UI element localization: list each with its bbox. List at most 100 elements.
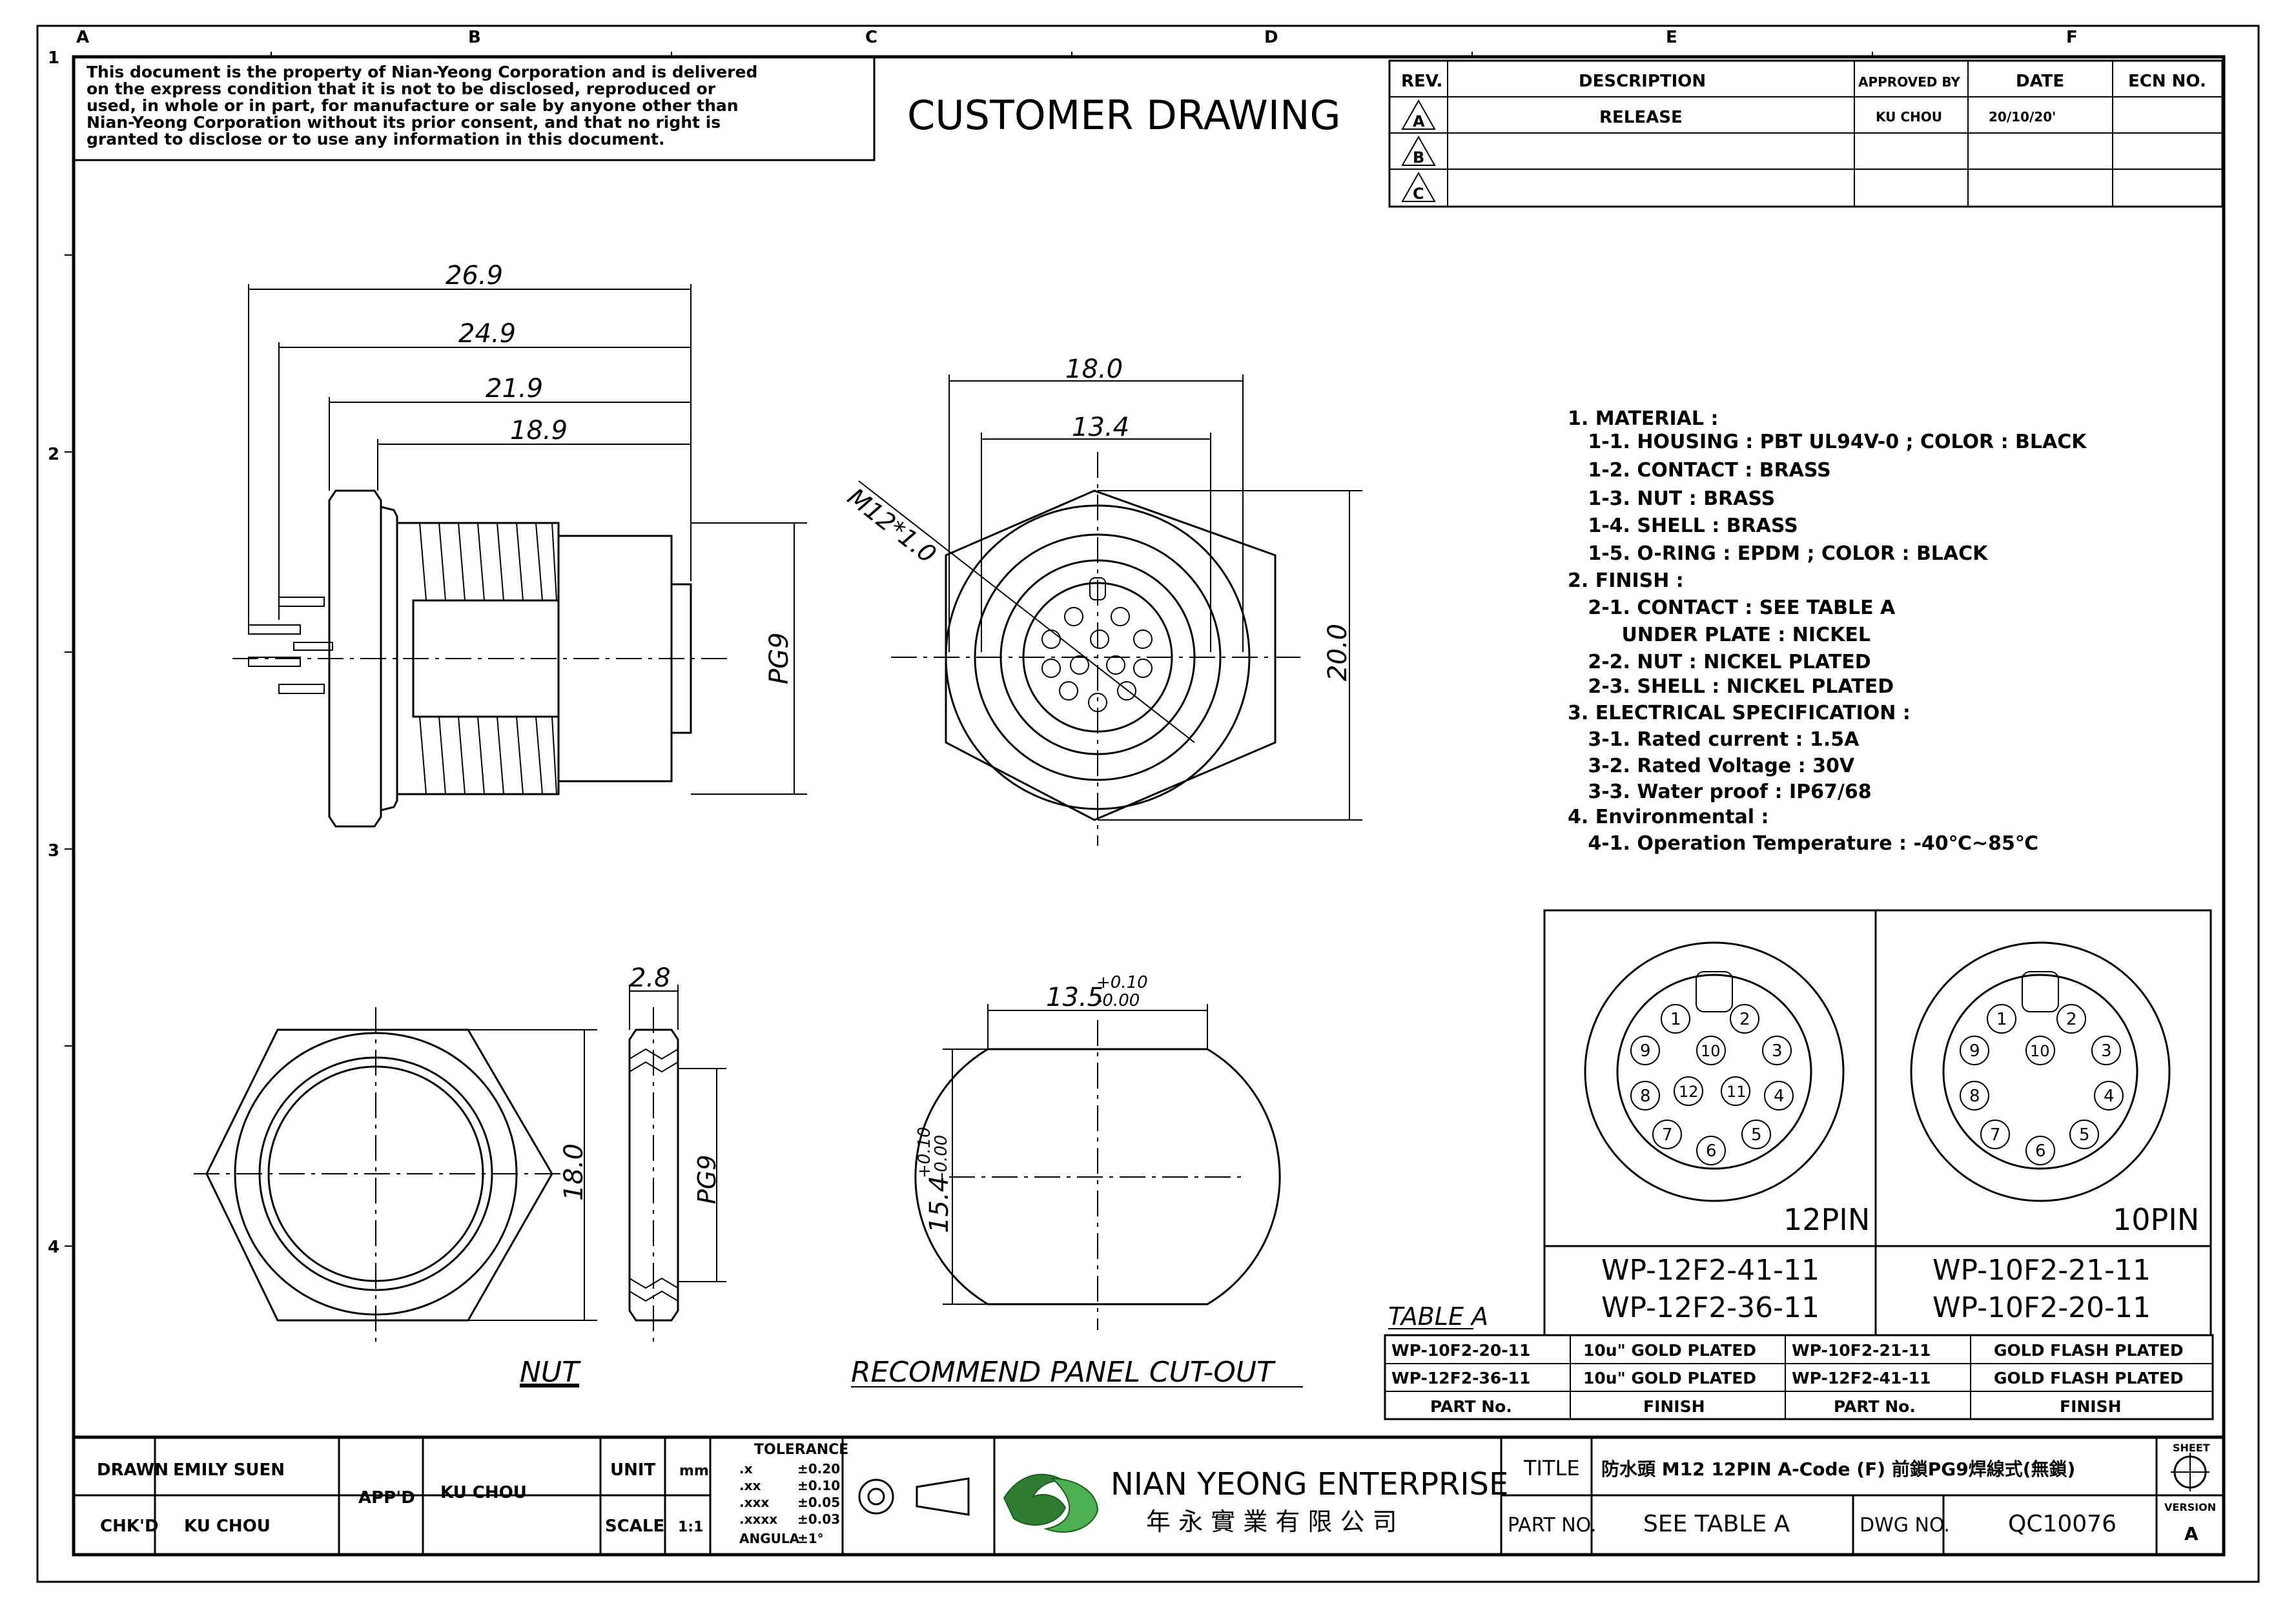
pin-10-3: 3 (2101, 1041, 2112, 1061)
pin-12-6: 6 (1706, 1141, 1717, 1161)
dim-18-0-front: 18.0 (1065, 354, 1123, 384)
drawn-value: EMILY SUEN (173, 1460, 285, 1480)
drawn-label: DRAWN (97, 1460, 169, 1480)
dim-pg9-side: PG9 (764, 632, 794, 684)
tol-key: .xxx (739, 1495, 769, 1510)
title-label: TITLE (1523, 1456, 1580, 1480)
table-a-cell: GOLD FLASH PLATED (1994, 1369, 2184, 1387)
spec-line: 3-3. Water proof : IP67/68 (1568, 781, 1872, 803)
zone-col-c: C (865, 28, 877, 47)
dim-24-9: 24.9 (458, 319, 516, 349)
tol-key: .x (739, 1461, 753, 1477)
disclaimer-text: This document is the property of Nian-Ye… (87, 63, 757, 148)
side-view: 26.9 24.9 21.9 18.9 PG9 (232, 261, 807, 828)
part-no-label: PART NO. (1508, 1514, 1597, 1537)
zone-row-1: 1 (48, 48, 59, 68)
dim-cutout-h-minus: -0.00 (932, 1135, 951, 1178)
table-a-header: PART No. (1430, 1397, 1512, 1416)
date-header: DATE (2016, 72, 2064, 91)
spec-line: 3-2. Rated Voltage : 30V (1568, 755, 1855, 777)
pinout-12: 1 2 3 4 5 6 7 8 9 10 11 12 12PIN WP-12F2… (1584, 941, 1870, 1324)
pin-10-8: 8 (1969, 1087, 1980, 1106)
pinout-12-part-1: WP-12F2-41-11 (1601, 1254, 1819, 1287)
pin-12-3: 3 (1772, 1041, 1783, 1061)
disclaimer-line: This document is the property of Nian-Ye… (87, 63, 757, 81)
disclaimer-line: granted to disclose or to use any inform… (87, 130, 665, 148)
dim-18-0-nut: 18.0 (559, 1143, 589, 1201)
dwg-no-value: QC10076 (2008, 1511, 2117, 1537)
tol-key: .xx (739, 1478, 761, 1493)
pinout-10-part-1: WP-10F2-21-11 (1932, 1254, 2151, 1287)
zone-row-4: 4 (48, 1238, 59, 1257)
pin-10-10: 10 (2030, 1042, 2050, 1060)
dwg-no-label: DWG NO. (1860, 1514, 1950, 1537)
tol-val: ±1° (797, 1531, 824, 1546)
pin-10-1: 1 (1996, 1010, 2007, 1029)
unit-label: UNIT (610, 1460, 656, 1480)
pin-10-6: 6 (2035, 1141, 2046, 1161)
tol-val: ±0.03 (797, 1511, 840, 1527)
pinout-10-part-2: WP-10F2-20-11 (1932, 1291, 2151, 1324)
nut-view: 18.0 2.8 PG9 NUT (194, 963, 726, 1389)
appd-value: KU CHOU (440, 1483, 527, 1502)
pin-12-12: 12 (1679, 1083, 1699, 1101)
version-value: A (2184, 1523, 2199, 1544)
tol-val: ±0.05 (797, 1495, 840, 1510)
rev-triangle-icon (1401, 135, 1436, 166)
dim-cutout-h-plus: +0.10 (915, 1127, 934, 1178)
dim-2-8: 2.8 (630, 963, 671, 993)
company-name-en: NIAN YEONG ENTERPRISE (1111, 1466, 1508, 1502)
appd-label: APP'D (358, 1488, 415, 1508)
inner-frame (72, 55, 2226, 1557)
table-a-title: TABLE A (1388, 1302, 1488, 1331)
description-header: DESCRIPTION (1579, 72, 1706, 91)
zone-columns: A B C D E F (76, 28, 2078, 57)
pin-12-9: 9 (1640, 1041, 1651, 1061)
rev-a-approved: KU CHOU (1876, 109, 1942, 125)
rev-triangle-icon (1401, 171, 1436, 202)
revision-table: REV. DESCRIPTION APPROVED BY DATE ECN NO… (1388, 59, 2224, 208)
table-a-cell: WP-12F2-36-11 (1391, 1369, 1530, 1387)
disclaimer-line: used, in whole or in part, for manufactu… (87, 96, 739, 115)
pin-10-5: 5 (2079, 1125, 2090, 1145)
spec-line: 3-1. Rated current : 1.5A (1568, 728, 1860, 751)
pin-10-9: 9 (1969, 1041, 1980, 1061)
table-a-header: PART No. (1834, 1397, 1916, 1416)
dim-cutout-w-plus: +0.10 (1096, 973, 1148, 992)
cutout-view: 13.5 +0.10 -0.00 15.4 +0.10 -0.00 RECOMM… (851, 973, 1303, 1389)
table-a: TABLE A WP-10F2-20-11 10u" GOLD PLATED W… (1384, 1302, 2214, 1420)
spec-line: 3. ELECTRICAL SPECIFICATION : (1568, 702, 1911, 724)
scale-label: SCALE (605, 1517, 664, 1536)
table-a-cell: 10u" GOLD PLATED (1583, 1369, 1756, 1387)
zone-row-2: 2 (48, 445, 59, 464)
rev-b: B (1413, 148, 1424, 167)
tol-val: ±0.10 (797, 1478, 840, 1493)
spec-notes: 1. MATERIAL : 1-1. HOUSING : PBT UL94V-0… (1568, 407, 2087, 855)
tol-val: ±0.20 (797, 1461, 840, 1477)
pinout-12-part-2: WP-12F2-36-11 (1601, 1291, 1819, 1324)
table-a-header: FINISH (1643, 1397, 1705, 1416)
spec-line: 1. MATERIAL : (1568, 407, 1718, 430)
spec-line: 4. Environmental : (1568, 806, 1768, 828)
label-cutout: RECOMMEND PANEL CUT-OUT (851, 1356, 1276, 1389)
pin-12-7: 7 (1662, 1125, 1673, 1145)
dim-18-9: 18.9 (510, 416, 568, 445)
pin-10-2: 2 (2066, 1010, 2077, 1029)
scale-value: 1:1 (678, 1519, 703, 1535)
spec-line: 1-3. NUT : BRASS (1568, 487, 1775, 510)
pin-10-4: 4 (2104, 1087, 2115, 1106)
disclaimer-box (72, 56, 876, 161)
spec-line: 1-2. CONTACT : BRASS (1568, 459, 1831, 482)
zone-rows: 1 2 3 4 (48, 48, 74, 1257)
title-value: 防水頭 M12 12PIN A-Code (F) 前鎖PG9焊線式(無鎖) (1601, 1459, 2075, 1480)
company-name-zh: 年 永 實 業 有 限 公 司 (1146, 1508, 1397, 1536)
dim-cutout-w: 13.5 (1046, 983, 1103, 1012)
zone-col-d: D (1264, 28, 1278, 47)
disclaimer-line: Nian-Yeong Corporation without its prior… (87, 113, 721, 132)
rev-triangle-icon (1401, 99, 1436, 130)
dim-cutout-h: 15.4 (925, 1176, 954, 1233)
pin-12-8: 8 (1640, 1087, 1651, 1106)
dim-pg9-nut: PG9 (693, 1154, 721, 1204)
chkd-value: KU CHOU (184, 1517, 271, 1536)
